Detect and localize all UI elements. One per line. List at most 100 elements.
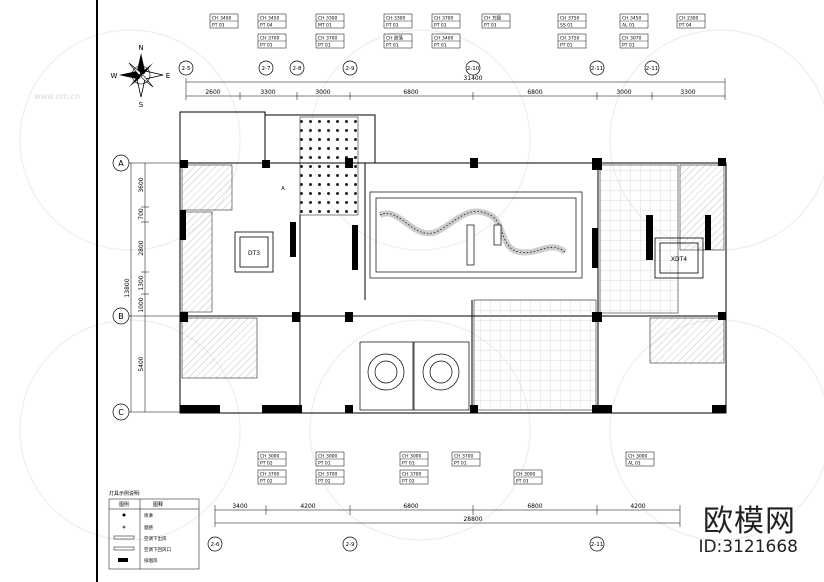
tag-top2-4-material: PT 01 (434, 43, 447, 49)
compass-east: E (166, 72, 170, 80)
tag-top-4-height: CH 3300 (386, 16, 406, 22)
tag-bottom2-3-material: PT 02 (402, 479, 415, 485)
axis-top-3: 2-8 (293, 66, 302, 72)
dim-left-total: 13800 (124, 278, 131, 297)
tag-bottom-5-height: CH 3000 (628, 454, 648, 460)
bottom-axis-bubbles (207, 536, 605, 552)
legend-table: 灯具示例说明: 图例 图释 喷淋 烟感 空调下出风 空调下回风口 排烟风 (108, 490, 200, 570)
dim-top-1: 2600 (205, 89, 220, 96)
dim-top-7: 3300 (680, 89, 695, 96)
dim-left-6: 5400 (138, 356, 145, 371)
tag-bottom2-1-material: PT 02 (260, 479, 273, 485)
dim-bottom-5: 4200 (630, 503, 645, 510)
top-axis-bubbles (178, 60, 660, 76)
tag-top-6-material: PT 01 (484, 23, 497, 29)
room-letter: A (281, 186, 285, 192)
dim-bottom-total: 28800 (463, 516, 482, 523)
watermark-pattern (19, 29, 824, 541)
elevator-xdt4 (654, 237, 704, 279)
dim-top-2: 3300 (260, 89, 275, 96)
dim-top-6: 3000 (616, 89, 631, 96)
axis-bottom-2: 2-9 (346, 542, 355, 548)
tag-top-3-material: MT 01 (318, 23, 332, 29)
row-c-label: C (118, 408, 124, 417)
tag-top-8-height: CH 3450 (622, 16, 642, 22)
axis-bottom-3: 2-11 (591, 542, 603, 548)
tag-top-8-material: AL 01 (622, 23, 635, 29)
dim-bottom-4: 6800 (527, 503, 542, 510)
tag-bottom-4-material: PT 01 (454, 461, 467, 467)
tag-bottom2-4-height: CH 3000 (516, 472, 536, 478)
bottom-dimension (214, 505, 681, 527)
elevator-dt3 (234, 231, 274, 273)
tag-top2-3-material: PT 01 (386, 43, 399, 49)
dim-top-3: 3000 (315, 89, 330, 96)
tag-top2-6-height: CH 3070 (622, 36, 642, 42)
axis-top-7: 2-11 (646, 66, 658, 72)
tag-top2-3-height: CH 跌落 (386, 35, 403, 42)
tag-bottom2-2-height: CH 3700 (318, 472, 338, 478)
tag-bottom-3-material: PT 01 (402, 461, 415, 467)
tag-top2-1-material: PT 01 (260, 43, 273, 49)
tag-top-5-material: PT 01 (434, 23, 447, 29)
tag-top-1-height: CH 3400 (212, 16, 232, 22)
tag-bottom-2-material: PT 01 (318, 461, 331, 467)
legend-row-5: 排烟风 (144, 557, 158, 564)
tag-bottom-1-height: CH 3000 (260, 454, 280, 460)
left-dimension (129, 162, 180, 413)
tag-top2-5-material: PT 01 (560, 43, 573, 49)
structural-columns (180, 158, 726, 413)
dim-bottom-3: 6800 (403, 503, 418, 510)
tag-bottom2-3-height: CH 3700 (402, 472, 422, 478)
legend-col-name: 图释 (153, 501, 163, 508)
tag-top-4-material: PT 01 (386, 23, 399, 29)
legend-row-3: 空调下出风 (144, 535, 167, 542)
dim-bottom-2: 4200 (300, 503, 315, 510)
top-dimension (185, 78, 726, 100)
dim-top-5: 6800 (527, 89, 542, 96)
dim-top-4: 6800 (403, 89, 418, 96)
compass-icon: N S E W (111, 44, 171, 109)
compass-north: N (138, 44, 143, 52)
axis-top-5: 2-10 (467, 66, 480, 72)
tag-top2-5-height: CH 3750 (560, 36, 580, 42)
tag-bottom-1-material: PT 02 (260, 461, 273, 467)
hatched-areas (181, 164, 725, 379)
compass-west: W (111, 72, 118, 80)
tag-top2-2-height: CH 3700 (318, 36, 338, 42)
axis-top-6: 2-11 (591, 66, 603, 72)
legend-row-2: 烟感 (144, 524, 153, 531)
tag-bottom-2-height: CH 3000 (318, 454, 338, 460)
feature-ceiling (369, 191, 583, 279)
watermark-faint: www.om.cn (34, 92, 81, 101)
tag-bottom-3-height: CH 3000 (402, 454, 422, 460)
tag-bottom2-4-material: PT 01 (516, 479, 529, 485)
tag-bottom-5-material: AL 01 (628, 461, 641, 467)
dim-left-4: 1300 (138, 275, 145, 290)
compass-south: S (139, 101, 144, 109)
axis-top-1: 2-5 (182, 66, 191, 72)
tag-top-1-material: PT 01 (212, 23, 225, 29)
dim-left-3: 2800 (138, 240, 145, 255)
